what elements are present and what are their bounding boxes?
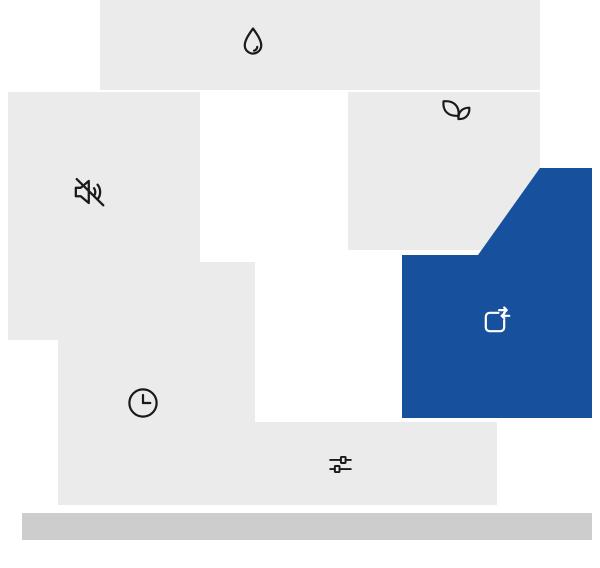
sliders-icon <box>324 448 357 481</box>
speaker-mute-icon <box>69 171 111 213</box>
eco-leaves-icon <box>436 93 476 133</box>
drum-swap-icon <box>476 303 514 341</box>
tile-settings[interactable] <box>200 422 497 505</box>
water-drop-icon <box>234 23 272 61</box>
clock-icon <box>124 384 162 422</box>
tile-water[interactable] <box>100 0 540 90</box>
bottom-bar <box>22 513 592 540</box>
